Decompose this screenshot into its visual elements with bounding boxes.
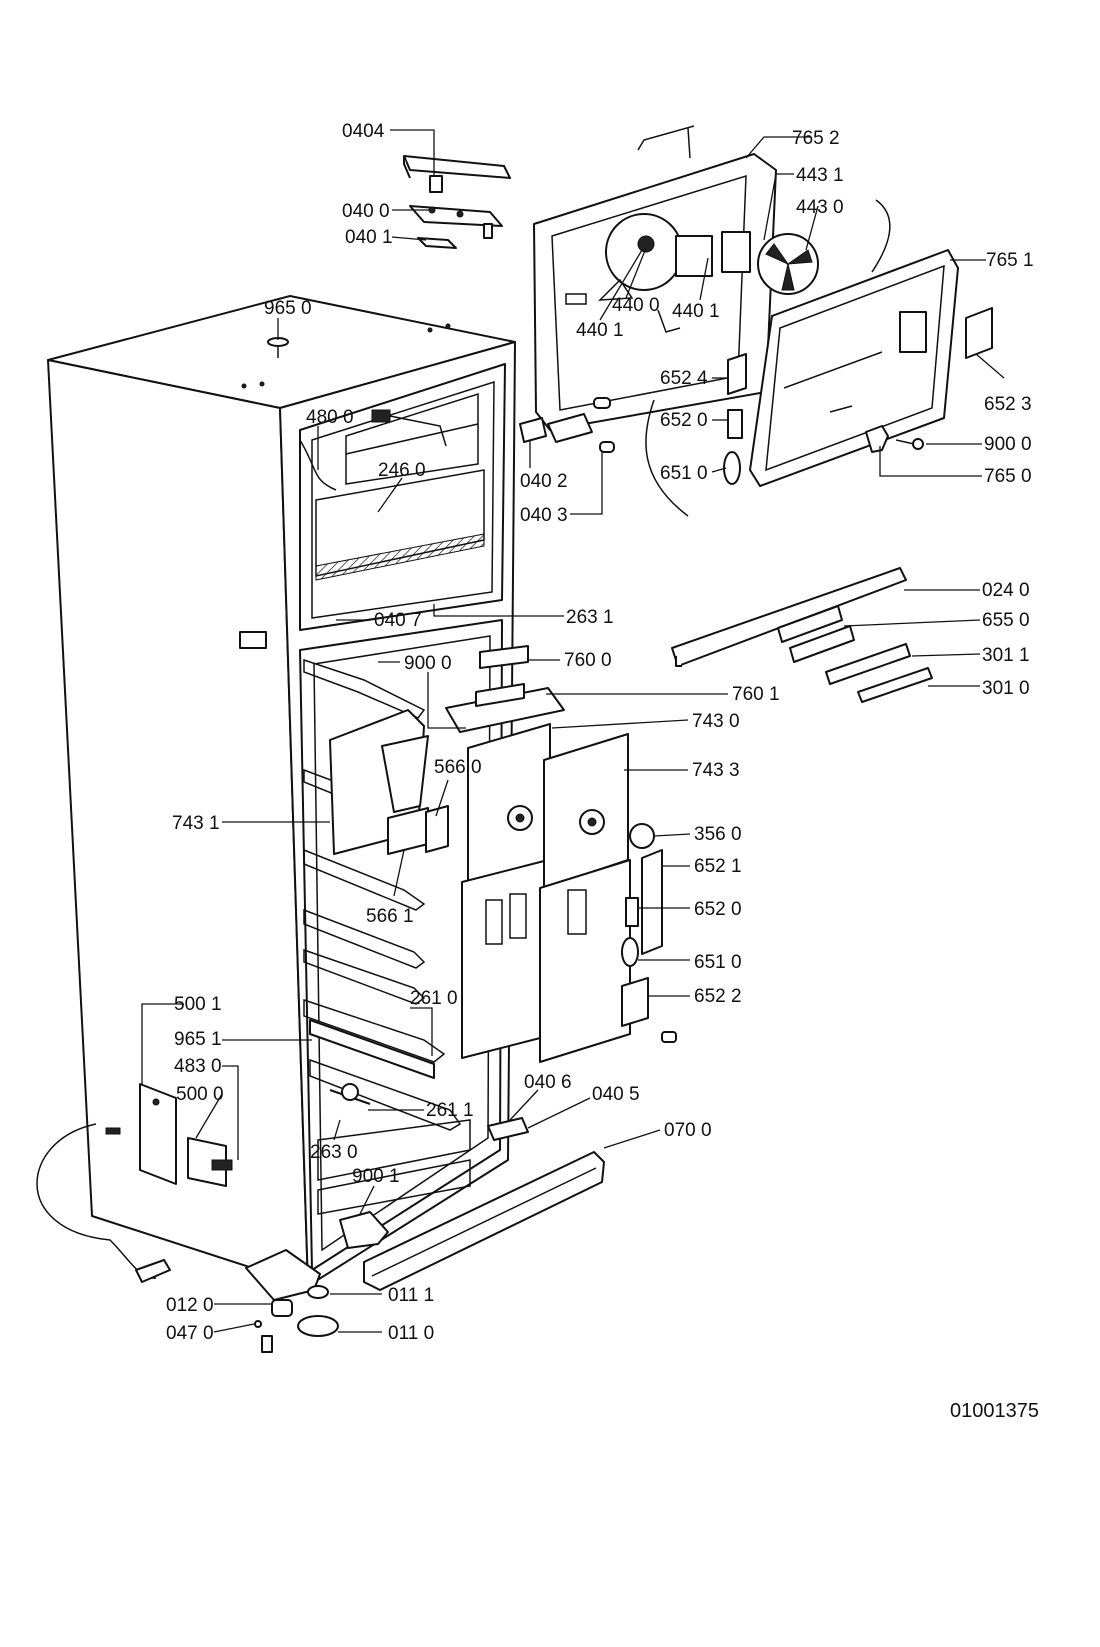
callout-4800: 480 0 bbox=[306, 407, 354, 428]
callout-9001: 900 1 bbox=[352, 1166, 400, 1187]
lamp-socket-fridge-part bbox=[621, 897, 639, 967]
callout-7600: 760 0 bbox=[564, 650, 612, 671]
callout-0403: 040 3 bbox=[520, 505, 568, 526]
callout-0120: 012 0 bbox=[166, 1295, 214, 1316]
callout-0111: 011 1 bbox=[388, 1285, 434, 1306]
callout-7433: 743 3 bbox=[692, 760, 740, 781]
callout-0401: 040 1 bbox=[345, 227, 393, 248]
bottom-grille-part bbox=[363, 1151, 605, 1291]
door-liner-panel-right bbox=[539, 733, 631, 1063]
callout-5661: 566 1 bbox=[366, 906, 414, 927]
callout-2631: 263 1 bbox=[566, 607, 614, 628]
lamp-diffuser-part bbox=[621, 977, 649, 1027]
callout-7652: 765 2 bbox=[792, 128, 840, 149]
callout-3011: 301 1 bbox=[982, 645, 1030, 666]
lamp-cover-fridge-part bbox=[641, 849, 663, 955]
callout-3560: 356 0 bbox=[694, 824, 742, 845]
callout-9651: 965 1 bbox=[174, 1029, 222, 1050]
lamp-cover-part bbox=[965, 307, 993, 359]
callout-6522: 652 2 bbox=[694, 986, 742, 1007]
callout-2611: 261 1 bbox=[426, 1100, 474, 1121]
drawing-number: 01001375 bbox=[950, 1400, 1039, 1422]
power-plug bbox=[135, 1259, 171, 1283]
door-liner-panel-center bbox=[461, 723, 551, 1059]
callout-6510b: 651 0 bbox=[694, 952, 742, 973]
middle-hinge-part bbox=[519, 397, 615, 453]
callout-0400: 040 0 bbox=[342, 201, 390, 222]
drip-cover-part bbox=[479, 645, 529, 669]
callout-0405: 040 5 bbox=[592, 1084, 640, 1105]
callout-4430: 443 0 bbox=[796, 197, 844, 218]
callout-0407: 040 7 bbox=[374, 610, 422, 631]
callout-0404: 0404 bbox=[342, 121, 385, 142]
refrigerator-cabinet bbox=[47, 295, 516, 1287]
callout-9650: 965 0 bbox=[264, 298, 312, 319]
callout-3010: 301 0 bbox=[982, 678, 1030, 699]
control-housing-left bbox=[329, 709, 449, 855]
callout-0700: 070 0 bbox=[664, 1120, 712, 1141]
callout-9000a: 900 0 bbox=[984, 434, 1032, 455]
fan-blade-part bbox=[757, 233, 819, 295]
callout-2610: 261 0 bbox=[410, 988, 458, 1009]
callout-4431: 443 1 bbox=[796, 165, 844, 186]
callout-6523: 652 3 bbox=[984, 394, 1032, 415]
callout-4401b: 440 1 bbox=[576, 320, 624, 341]
callout-4401a: 440 1 bbox=[672, 301, 720, 322]
callout-0470: 047 0 bbox=[166, 1323, 214, 1344]
lower-hinge-part bbox=[487, 1117, 529, 1141]
door-screw-part bbox=[895, 438, 924, 450]
callout-2460: 246 0 bbox=[378, 460, 426, 481]
callout-9000b: 900 0 bbox=[404, 653, 452, 674]
callout-5000: 500 0 bbox=[176, 1084, 224, 1105]
callout-0402: 040 2 bbox=[520, 471, 568, 492]
callout-6520b: 652 0 bbox=[694, 899, 742, 920]
callout-7430: 743 0 bbox=[692, 711, 740, 732]
door-trim-strip bbox=[671, 567, 933, 703]
callout-6524: 652 4 bbox=[660, 368, 708, 389]
callout-0110: 011 0 bbox=[388, 1323, 434, 1344]
callout-6550: 655 0 bbox=[982, 610, 1030, 631]
electrical-box bbox=[139, 1083, 233, 1187]
hinge-bracket-part bbox=[339, 1211, 389, 1249]
lamp-wire bbox=[645, 399, 689, 517]
callout-4830: 483 0 bbox=[174, 1056, 222, 1077]
callout-5001: 500 1 bbox=[174, 994, 222, 1015]
top-hinge-assembly bbox=[403, 155, 511, 249]
callout-7601: 760 1 bbox=[732, 684, 780, 705]
callout-2630: 263 0 bbox=[310, 1142, 358, 1163]
callout-0240: 024 0 bbox=[982, 580, 1030, 601]
callout-4400: 440 0 bbox=[612, 295, 660, 316]
door-hinge-part bbox=[865, 425, 889, 453]
lamp-shield-part bbox=[727, 353, 747, 395]
leader-lines bbox=[141, 129, 1005, 1333]
callout-7651: 765 1 bbox=[986, 250, 1034, 271]
drawer-rail-part bbox=[309, 1019, 435, 1079]
top-plug-part bbox=[267, 337, 289, 358]
callout-labels: 0404 040 0 040 1 965 0 480 0 246 0 765 2… bbox=[166, 121, 1034, 1344]
callout-7650: 765 0 bbox=[984, 466, 1032, 487]
thermostat-knob-part bbox=[629, 823, 655, 849]
lamp-socket-part bbox=[723, 409, 743, 485]
freezer-door-panel bbox=[749, 199, 959, 487]
callout-0406: 040 6 bbox=[524, 1072, 572, 1093]
callout-6521: 652 1 bbox=[694, 856, 742, 877]
callout-5660: 566 0 bbox=[434, 757, 482, 778]
callout-7431: 743 1 bbox=[172, 813, 220, 834]
bottom-hinge-assembly bbox=[245, 1249, 339, 1353]
callout-6520a: 652 0 bbox=[660, 410, 708, 431]
callout-6510a: 651 0 bbox=[660, 463, 708, 484]
